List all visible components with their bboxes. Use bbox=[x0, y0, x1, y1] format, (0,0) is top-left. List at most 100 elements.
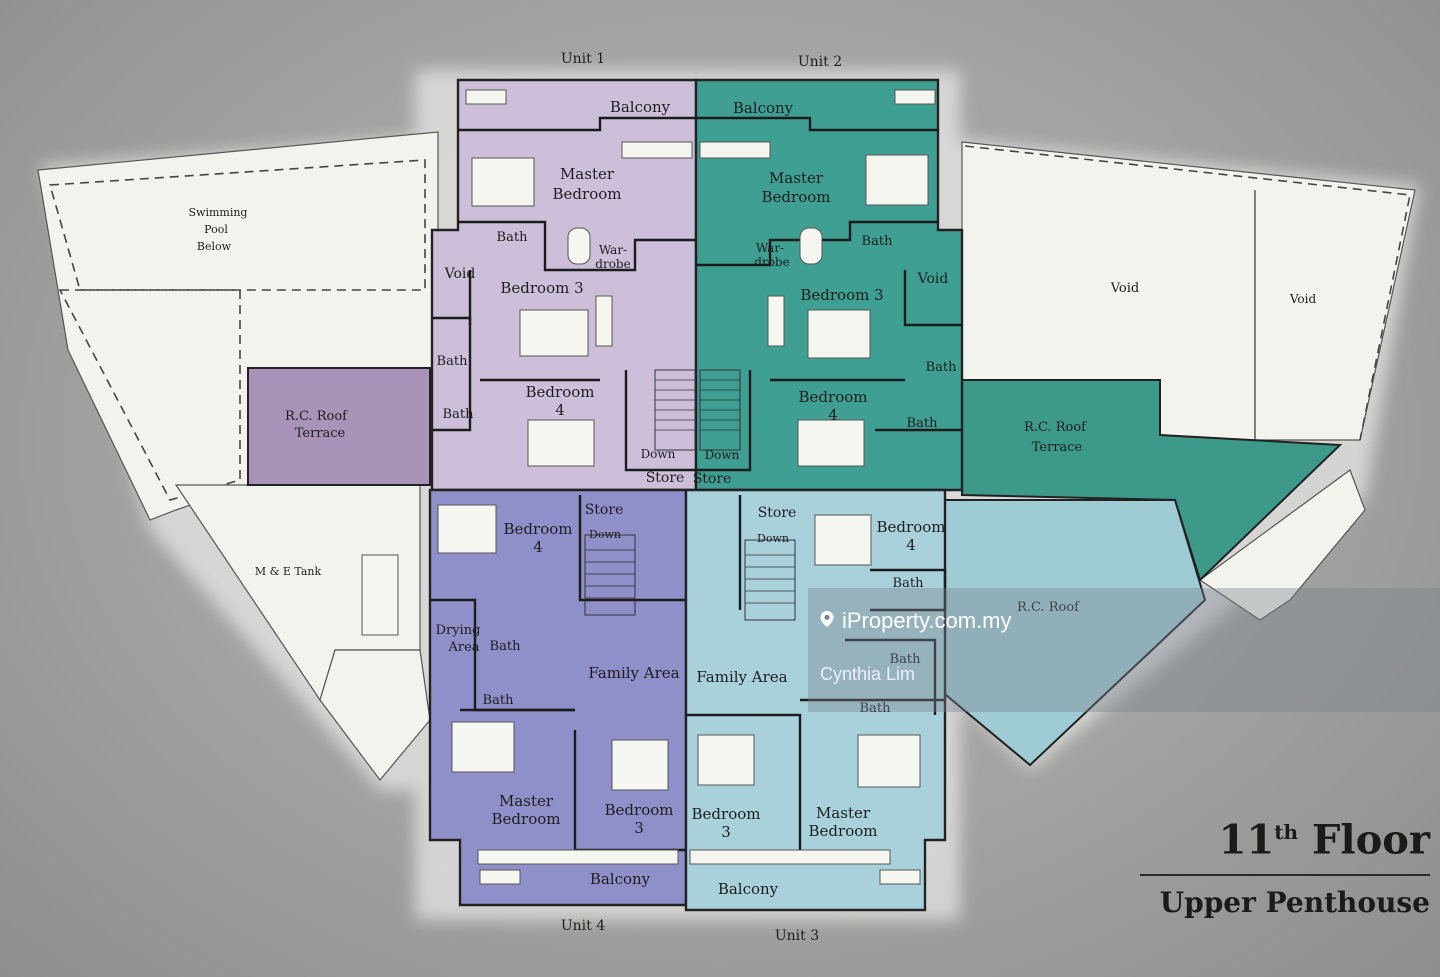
u1-master-line1: Master bbox=[560, 165, 615, 183]
left-wing bbox=[37, 131, 439, 781]
u4-down-label: Down bbox=[589, 528, 621, 541]
u2-store-label: Store bbox=[693, 471, 732, 487]
u3-family-label: Family Area bbox=[696, 668, 787, 686]
u4-bedroom4-line2: 4 bbox=[533, 538, 543, 556]
u1-bedroom3-label: Bedroom 3 bbox=[500, 279, 583, 297]
u1-bath-label: Bath bbox=[497, 230, 529, 245]
location-pin-icon bbox=[820, 611, 834, 627]
pool-line1: Swimming bbox=[189, 206, 248, 219]
floor-number: 11 bbox=[1218, 816, 1275, 864]
bed-u1-b3 bbox=[519, 309, 589, 357]
u4-master-line2: Bedroom bbox=[492, 810, 561, 828]
pool-line2: Pool bbox=[204, 223, 228, 236]
u1-down-label: Down bbox=[641, 447, 676, 461]
u2-bedroom4-line2: 4 bbox=[828, 406, 838, 424]
u3-down-label: Down bbox=[757, 532, 789, 545]
me-tank-label: M & E Tank bbox=[255, 565, 322, 578]
me-stair bbox=[361, 554, 399, 636]
u4-bedroom4-line1: Bedroom bbox=[504, 520, 573, 538]
u4-bedroom3-line2: 3 bbox=[634, 819, 644, 837]
bed-u2-master bbox=[865, 154, 929, 206]
floor-title-block: 11th Floor Upper Penthouse bbox=[1140, 810, 1430, 920]
u2-bath2-label: Bath bbox=[926, 360, 958, 375]
terrace-edge-right bbox=[1198, 469, 1366, 621]
pool-deck-outline bbox=[58, 289, 241, 501]
sofa-u2 bbox=[699, 141, 771, 159]
u1-store-label: Store bbox=[646, 470, 685, 486]
u3-balcony-label: Balcony bbox=[718, 880, 779, 898]
u2-bath3-label: Bath bbox=[907, 416, 939, 431]
u4-drying-line1: Drying bbox=[436, 623, 481, 638]
u3-master-line2: Bedroom bbox=[809, 822, 878, 840]
u2-balcony-label: Balcony bbox=[733, 99, 794, 117]
watermark-band: iProperty.com.my Cynthia Lim bbox=[808, 588, 1440, 712]
rc-roof-terrace-left bbox=[247, 367, 431, 486]
terrace-lower-label: R.C. Roof bbox=[1017, 600, 1080, 615]
watermark-agent: Cynthia Lim bbox=[820, 664, 916, 684]
bathtub-u2 bbox=[799, 227, 823, 265]
terrace-right-line2: Terrace bbox=[1032, 440, 1083, 455]
bed-u2-b4 bbox=[797, 419, 865, 467]
u4-bedroom3-line1: Bedroom bbox=[605, 801, 674, 819]
u4-store-label: Store bbox=[585, 502, 624, 518]
unit-2-label: Unit 2 bbox=[798, 54, 842, 70]
me-tank-annex bbox=[319, 649, 431, 781]
u3-bedroom4-line2: 4 bbox=[906, 536, 916, 554]
u4-master-line1: Master bbox=[499, 792, 554, 810]
ac-u2 bbox=[894, 89, 936, 105]
u3-store-label: Store bbox=[758, 505, 797, 521]
u2-bath-label: Bath bbox=[862, 234, 894, 249]
u3-bedroom3-line2: 3 bbox=[721, 823, 731, 841]
bed-u3-b4 bbox=[814, 514, 872, 566]
sofa-u1-b3 bbox=[595, 295, 613, 347]
bed-u4-b4 bbox=[437, 504, 497, 554]
u3-master-line1: Master bbox=[816, 804, 871, 822]
rc-roof-terrace-right bbox=[961, 379, 1343, 582]
terrace-left-line2: Terrace bbox=[295, 426, 346, 441]
sofa-u4 bbox=[477, 849, 679, 865]
u1-bedroom4-line2: 4 bbox=[555, 401, 565, 419]
u2-master-line2: Bedroom bbox=[762, 188, 831, 206]
u1-balcony-label: Balcony bbox=[610, 98, 671, 116]
bed-u3-b3 bbox=[697, 734, 755, 786]
terrace-left-line1: R.C. Roof bbox=[285, 409, 348, 424]
u3-bath-label: Bath bbox=[893, 576, 925, 591]
u3-bath2-label: Bath bbox=[890, 652, 922, 667]
unit-3-label: Unit 3 bbox=[775, 928, 819, 944]
u4-bath-label: Bath bbox=[490, 639, 522, 654]
u2-master-line1: Master bbox=[769, 169, 824, 187]
bed-u4-master bbox=[451, 721, 515, 773]
u2-bedroom3-label: Bedroom 3 bbox=[800, 286, 883, 304]
u4-balcony-label: Balcony bbox=[590, 870, 651, 888]
u1-wardrobe-line2: drobe bbox=[595, 257, 630, 271]
bathtub-u1 bbox=[567, 227, 591, 265]
terrace-right-line1: R.C. Roof bbox=[1024, 420, 1087, 435]
furniture bbox=[437, 89, 936, 885]
sofa-u1 bbox=[621, 141, 693, 159]
u1-master-line2: Bedroom bbox=[553, 185, 622, 203]
u2-wardrobe-line2: drobe bbox=[754, 255, 789, 269]
u1-void-label: Void bbox=[444, 266, 476, 282]
u1-bedroom4-line1: Bedroom bbox=[526, 383, 595, 401]
pool-outline bbox=[48, 159, 426, 291]
u1-wardrobe-line1: War- bbox=[599, 243, 627, 257]
bed-u2-b3 bbox=[807, 309, 871, 359]
u2-void-label: Void bbox=[917, 271, 949, 287]
floor-heading: 11th Floor bbox=[1140, 810, 1430, 862]
u3-bath3-label: Bath bbox=[860, 701, 892, 716]
void-far-right-label: Void bbox=[1289, 292, 1317, 306]
bed-u4-b3 bbox=[611, 739, 669, 791]
void-right-label: Void bbox=[1110, 281, 1140, 296]
ac-u3 bbox=[879, 869, 921, 885]
floor-word: Floor bbox=[1311, 816, 1430, 864]
u3-bedroom4-line1: Bedroom bbox=[877, 518, 946, 536]
floor-suffix: th bbox=[1274, 820, 1299, 844]
ac-u4 bbox=[479, 869, 521, 885]
unit-4-label: Unit 4 bbox=[561, 918, 605, 934]
u2-bedroom4-line1: Bedroom bbox=[799, 388, 868, 406]
pool-line3: Below bbox=[197, 240, 232, 253]
bed-u1-master bbox=[471, 157, 535, 207]
u2-wardrobe-line1: War- bbox=[756, 241, 784, 255]
